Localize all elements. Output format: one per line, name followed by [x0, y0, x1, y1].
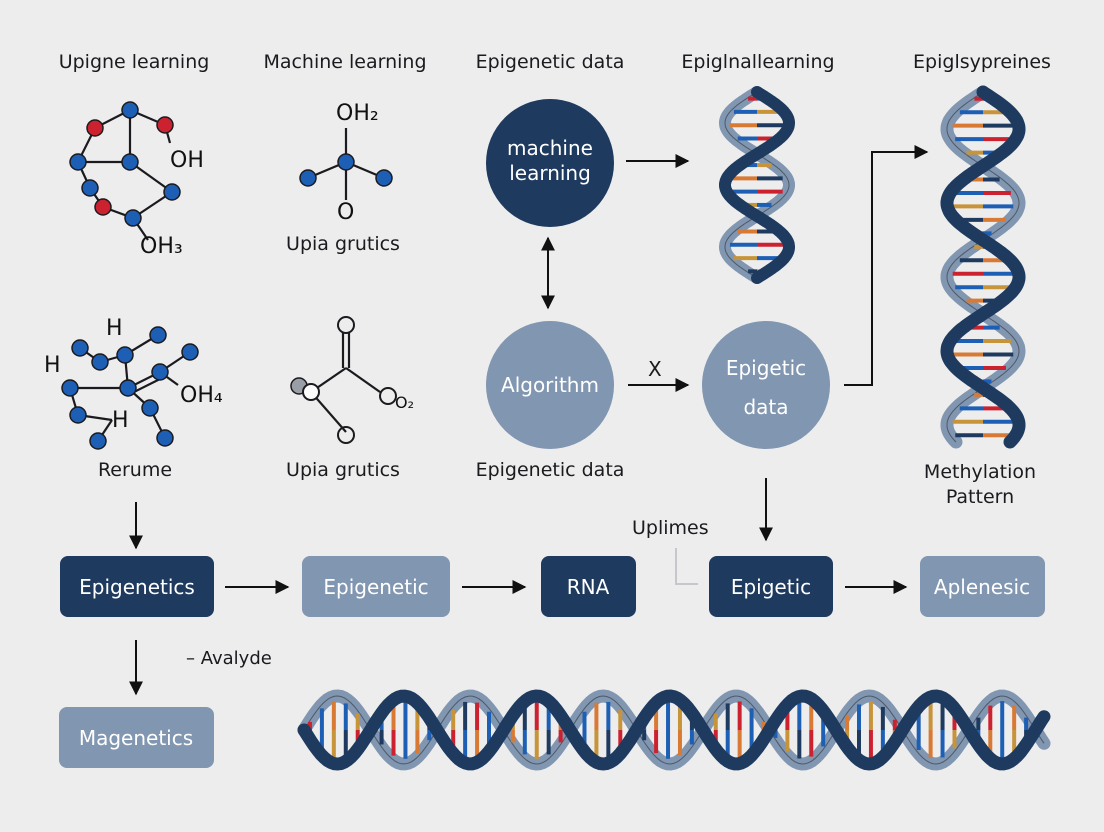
circle-machine-learning: machine learning — [486, 99, 614, 227]
circle-epigetic-data: Epigetic data — [702, 321, 830, 449]
m1-oh3: OH₃ — [140, 234, 183, 259]
box-epigetic-label: Epigetic — [731, 575, 811, 599]
circle-ml-line2: learning — [509, 161, 591, 185]
circle-ml-line1: machine — [507, 136, 593, 160]
helix-strand-back-edge — [724, 91, 790, 279]
box-epigenetic-label: Epigenetic — [323, 575, 428, 599]
molecule-4: O₂ Upia grutics — [286, 316, 414, 481]
m2-caption: Upia grutics — [286, 233, 400, 255]
helix-strand-back-edge — [946, 91, 1020, 443]
m4-caption: Upia grutics — [286, 459, 400, 481]
box-magenetics: Magenetics — [59, 707, 214, 768]
box-aplenesic-label: Aplenesic — [934, 575, 1030, 599]
m1-oh: OH — [170, 148, 204, 173]
label-methylation-2: Pattern — [946, 486, 1014, 508]
m2-oh2: OH₂ — [336, 101, 379, 126]
m4-o2: O₂ — [395, 393, 414, 412]
helix-strand-front — [940, 85, 1026, 449]
atom-blue — [61, 326, 199, 450]
molecule-2: OH₂ O Upia grutics — [286, 101, 400, 255]
atom-oxygen — [337, 316, 355, 334]
atom-hollow — [337, 426, 355, 444]
helix-strand-back — [719, 86, 795, 284]
label-avalyde: – Avalyde — [186, 648, 272, 669]
circle-epi-line2: data — [743, 395, 788, 419]
box-magenetics-label: Magenetics — [79, 726, 193, 750]
connector-arrows — [129, 145, 929, 696]
m3-h2: H — [44, 353, 61, 378]
dna-helix-tall — [940, 85, 1026, 449]
circle-algorithm: Algorithm — [486, 321, 614, 449]
box-epigenetics-label: Epigenetics — [79, 575, 195, 599]
m3-h1: H — [106, 316, 123, 341]
box-rna: RNA — [541, 556, 636, 617]
circle-algorithm-label: Algorithm — [501, 373, 599, 397]
arrow-epi-to-tall-helix — [844, 145, 929, 386]
m2-o: O — [337, 200, 354, 225]
label-epigenetic-data: Epigenetic data — [476, 459, 625, 481]
atom-blue — [299, 153, 393, 187]
helix-strand-front — [719, 86, 795, 284]
header-col4: Epiglnallearning — [681, 51, 834, 73]
molecule-1: OH OH₃ — [69, 101, 204, 259]
box-epigetic: Epigetic — [709, 556, 833, 617]
label-arrow-x: X — [648, 357, 662, 381]
box-epigenetic: Epigenetic — [302, 556, 450, 617]
molecule-3: H H H OH₄ Rerume — [44, 316, 223, 481]
m3-h3: H — [112, 408, 129, 433]
box-rna-label: RNA — [567, 575, 610, 599]
atom-red — [86, 116, 174, 216]
helix-strand-back-edge — [303, 695, 1045, 765]
label-uplimes: Uplimes — [632, 517, 709, 539]
m3-oh4: OH₄ — [180, 383, 223, 408]
atom-hollow — [379, 387, 397, 405]
header-col3: Epigenetic data — [476, 51, 625, 73]
label-methylation-1: Methylation — [924, 461, 1036, 483]
header-col5: Epiglsypreines — [913, 51, 1051, 73]
dna-helix-bottom — [297, 689, 1051, 771]
uplimes-bracket — [675, 548, 698, 585]
helix-strand-front — [297, 689, 1051, 771]
atom-hollow — [302, 383, 320, 401]
m3-caption: Rerume — [98, 459, 172, 481]
header-col2: Machine learning — [263, 51, 426, 73]
box-aplenesic: Aplenesic — [920, 556, 1045, 617]
dna-helix-small — [719, 86, 795, 284]
header-col1: Upigne learning — [59, 51, 210, 73]
box-epigenetics: Epigenetics — [60, 556, 214, 617]
atom-blue — [69, 101, 181, 227]
circle-epi-line1: Epigetic — [726, 356, 806, 380]
